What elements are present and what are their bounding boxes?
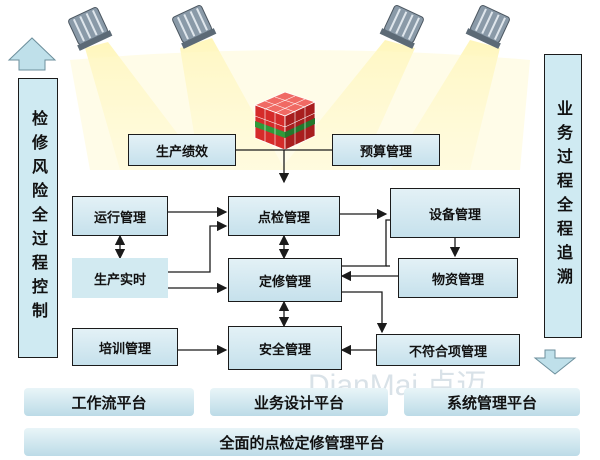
box-training-management: 培训管理 <box>72 328 178 366</box>
spotlight-icon <box>68 7 113 51</box>
spotlight-icon <box>379 5 424 49</box>
box-materials-management: 物资管理 <box>398 258 518 298</box>
box-spot-check-management: 点检管理 <box>228 196 340 236</box>
spotlight-icon <box>172 5 217 49</box>
connectors <box>114 149 461 356</box>
box-budget-management: 预算管理 <box>332 134 440 166</box>
data-cube-icon <box>253 91 317 151</box>
box-nonconformity-management: 不符合项管理 <box>376 334 520 366</box>
up-arrow-icon <box>7 37 57 71</box>
down-arrow-icon <box>533 349 577 375</box>
box-production-realtime: 生产实时 <box>72 258 168 298</box>
spotlight-icon <box>465 5 510 49</box>
box-scheduled-repair-management: 定修管理 <box>228 258 342 302</box>
platform-system-management: 系统管理平台 <box>404 388 580 416</box>
risk-control-column: 检修风险全过程控制 <box>18 78 58 358</box>
traceability-label: 业务过程全程追溯 <box>554 100 573 292</box>
platform-overall: 全面的点检定修管理平台 <box>24 428 580 456</box>
box-safety-management: 安全管理 <box>228 326 342 370</box>
platform-business-design: 业务设计平台 <box>210 388 388 416</box>
spotlight-beam <box>280 40 415 170</box>
platform-workflow: 工作流平台 <box>24 388 194 416</box>
box-equipment-management: 设备管理 <box>390 188 520 238</box>
risk-control-label: 检修风险全过程控制 <box>29 110 48 326</box>
box-production-performance: 生产绩效 <box>128 134 236 166</box>
traceability-column: 业务过程全程追溯 <box>544 54 582 338</box>
box-operation-management: 运行管理 <box>72 196 168 236</box>
